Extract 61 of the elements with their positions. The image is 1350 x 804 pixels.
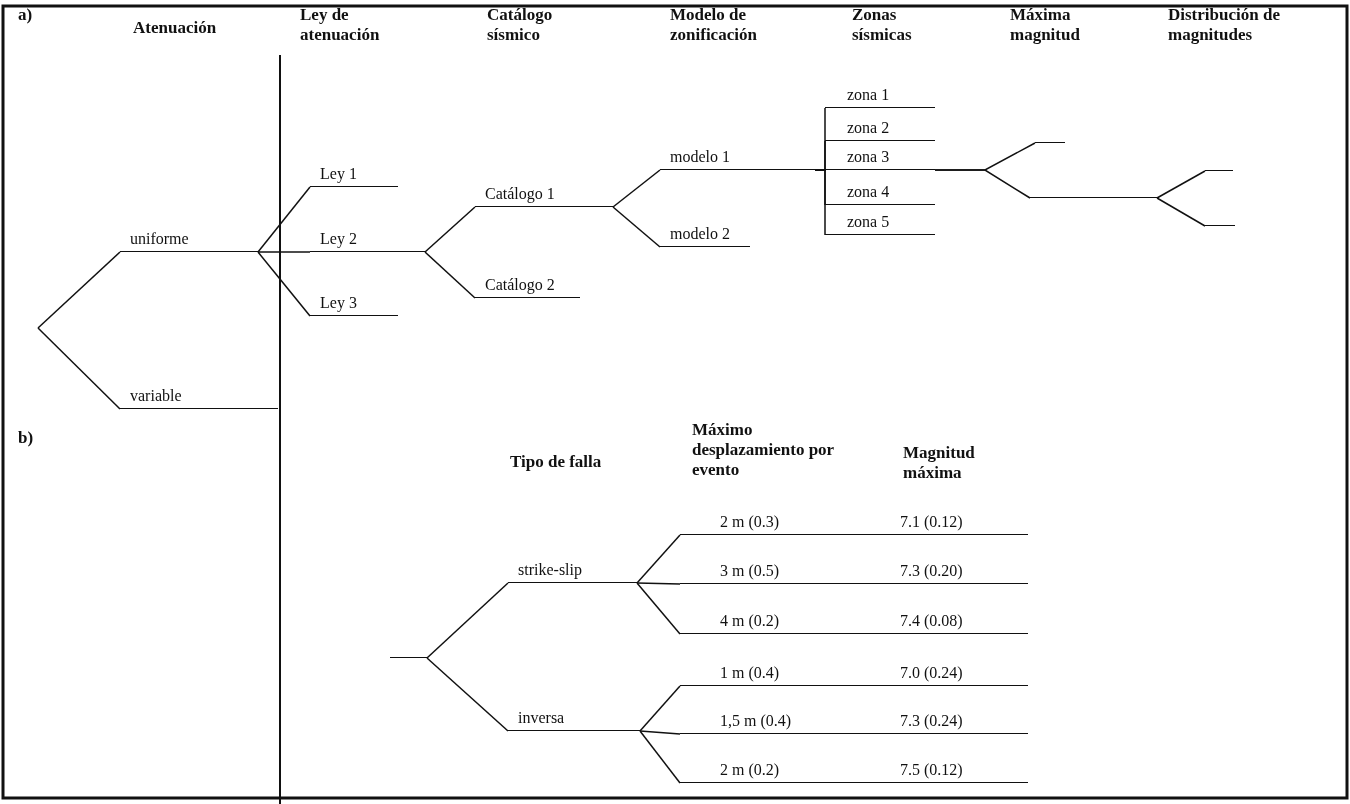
connector-line xyxy=(426,582,509,659)
column-heading: Modelo de zonificación xyxy=(670,5,758,45)
connector-line xyxy=(257,186,311,253)
connector-line xyxy=(814,169,826,236)
branch-label: variable xyxy=(130,387,182,405)
connector-line xyxy=(639,685,681,732)
branch-label: 2 m (0.2) xyxy=(720,761,780,779)
connector-line xyxy=(37,327,121,410)
branch-label: 2 m (0.3) xyxy=(720,513,780,531)
connector-line xyxy=(639,730,681,735)
column-heading: Magnitud máxima xyxy=(903,443,976,483)
connector-line xyxy=(934,169,1031,199)
branch-label: 7.5 (0.12) xyxy=(900,761,963,779)
branch-label: 7.3 (0.20) xyxy=(900,562,963,580)
column-heading: Máximo desplazamiento por evento xyxy=(692,420,835,480)
branch-label: 4 m (0.2) xyxy=(720,612,780,630)
branch-label: Ley 3 xyxy=(320,294,357,312)
column-heading: Ley de atenuación xyxy=(300,5,381,45)
branch-label: modelo 1 xyxy=(670,148,730,166)
column-heading: Máxima magnitud xyxy=(1010,5,1081,45)
branch-label: Ley 2 xyxy=(320,230,357,248)
branch-label: uniforme xyxy=(130,230,189,248)
column-heading: Zonas sísmicas xyxy=(852,5,913,45)
branch-label: 7.3 (0.24) xyxy=(900,712,963,730)
connector-line xyxy=(639,730,681,784)
connector-line xyxy=(257,251,311,317)
branch-label: 1,5 m (0.4) xyxy=(720,712,792,730)
panel-label: b) xyxy=(18,428,35,448)
branch-label: zona 5 xyxy=(847,213,890,231)
panel-label: a) xyxy=(18,5,34,25)
column-heading: Tipo de falla xyxy=(510,452,603,472)
branch-label: zona 3 xyxy=(847,148,890,166)
connector-line xyxy=(612,169,661,208)
branch-label: 3 m (0.5) xyxy=(720,562,780,580)
connector-line xyxy=(426,657,509,732)
connector-line xyxy=(636,582,681,585)
connector-line xyxy=(612,206,661,248)
connector-line xyxy=(424,206,476,253)
branch-label: Catálogo 2 xyxy=(485,276,555,294)
connector-line xyxy=(636,534,681,584)
branch-label: inversa xyxy=(518,709,565,727)
column-heading: Atenuación xyxy=(133,18,218,38)
branch-label: 7.0 (0.24) xyxy=(900,664,963,682)
branch-label: zona 1 xyxy=(847,86,890,104)
branch-label: 1 m (0.4) xyxy=(720,664,780,682)
connector-line xyxy=(37,251,121,329)
connector-line xyxy=(424,251,476,299)
branch-label: modelo 2 xyxy=(670,225,730,243)
column-heading: Distribución de magnitudes xyxy=(1168,5,1281,45)
column-heading: Catálogo sísmico xyxy=(487,5,554,45)
connector-line xyxy=(636,582,681,635)
branch-label: 7.1 (0.12) xyxy=(900,513,963,531)
connector-line xyxy=(1156,170,1206,199)
connector-line xyxy=(1156,197,1206,227)
connector-line xyxy=(257,251,311,253)
branch-label: Catálogo 1 xyxy=(485,185,555,203)
branch-label: zona 2 xyxy=(847,119,890,137)
branch-label: zona 4 xyxy=(847,183,890,201)
branch-label: 7.4 (0.08) xyxy=(900,612,963,630)
branch-label: strike-slip xyxy=(518,561,582,579)
branch-label: Ley 1 xyxy=(320,165,357,183)
